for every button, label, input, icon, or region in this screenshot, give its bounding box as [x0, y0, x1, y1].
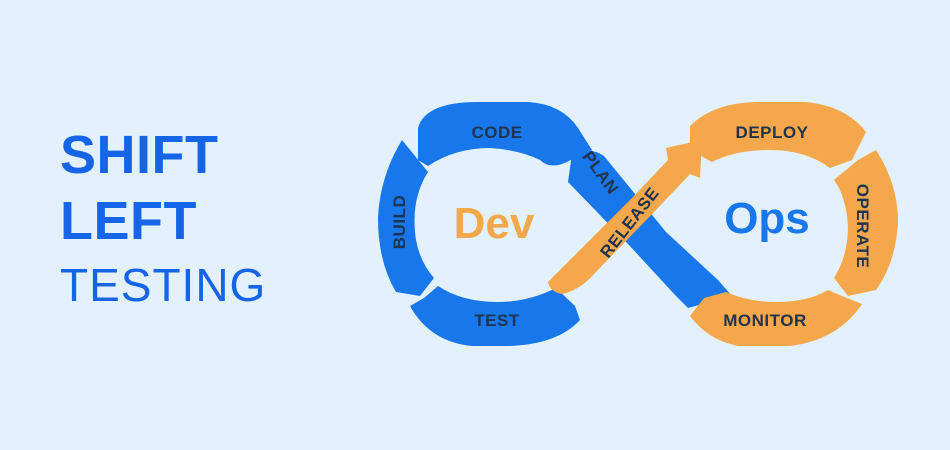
- stage-label-test: TEST: [474, 311, 520, 330]
- dev-segment-build: [378, 140, 434, 296]
- title-line-testing: TESTING: [60, 259, 267, 311]
- dev-segment-plan: [568, 150, 732, 308]
- title-line-shift: SHIFT: [60, 125, 219, 185]
- ops-segment-monitor: [690, 290, 862, 346]
- ops-loop: [548, 102, 898, 346]
- ops-segment-operate: [834, 150, 898, 296]
- stage-label-code: CODE: [471, 123, 522, 142]
- stage-label-build: BUILD: [390, 195, 409, 249]
- stage-label-deploy: DEPLOY: [736, 123, 809, 142]
- dev-segment-test: [410, 286, 580, 346]
- dev-segment-code: [418, 102, 592, 166]
- ops-segment-release: [548, 140, 702, 294]
- dev-loop: [378, 102, 732, 346]
- stage-label-operate: OPERATE: [853, 184, 872, 268]
- ops-label: Ops: [724, 194, 810, 243]
- stage-label-monitor: MONITOR: [723, 311, 806, 330]
- dev-label: Dev: [454, 199, 535, 248]
- page-title: SHIFT LEFT TESTING: [60, 128, 266, 308]
- ops-segment-deploy: [690, 102, 866, 168]
- title-line-left: LEFT: [60, 191, 197, 251]
